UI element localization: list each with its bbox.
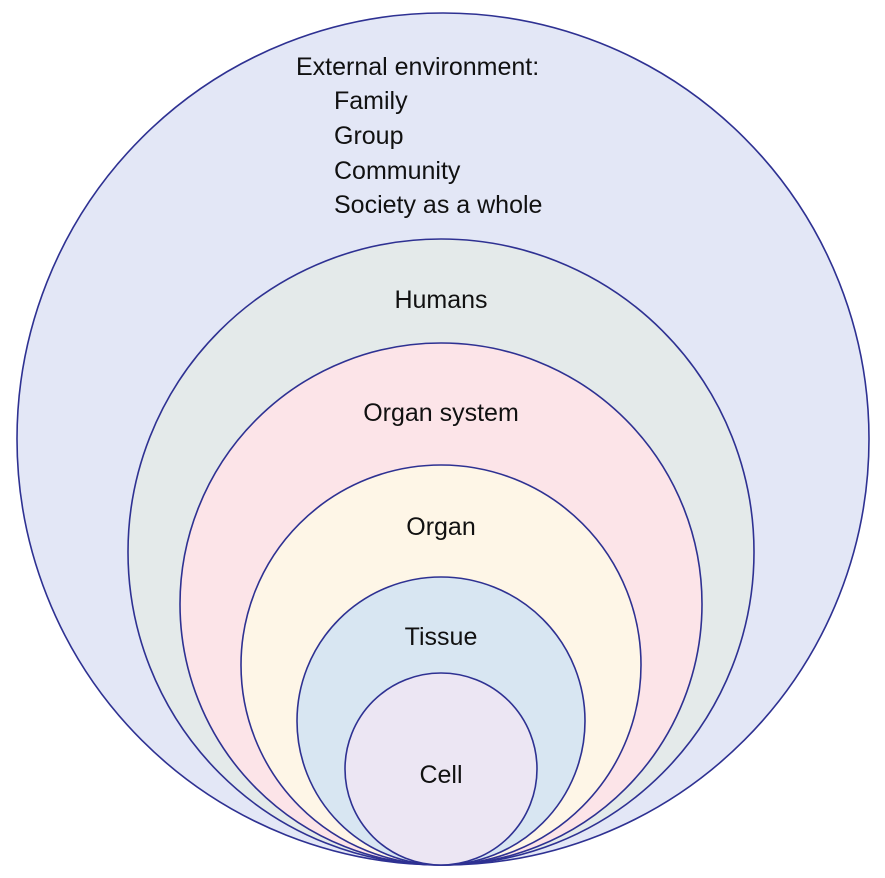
external-item-society: Society as a whole — [334, 191, 542, 219]
cell-circle — [344, 672, 538, 866]
external-item-community: Community — [334, 157, 461, 185]
external-environment-label: External environment: — [296, 53, 539, 81]
tissue-label: Tissue — [405, 623, 478, 651]
organ-label: Organ — [406, 513, 475, 541]
humans-label: Humans — [394, 286, 487, 314]
external-item-family: Family — [334, 87, 408, 115]
organ-system-label: Organ system — [363, 399, 519, 427]
external-item-group: Group — [334, 122, 403, 150]
cell-label: Cell — [419, 761, 462, 789]
